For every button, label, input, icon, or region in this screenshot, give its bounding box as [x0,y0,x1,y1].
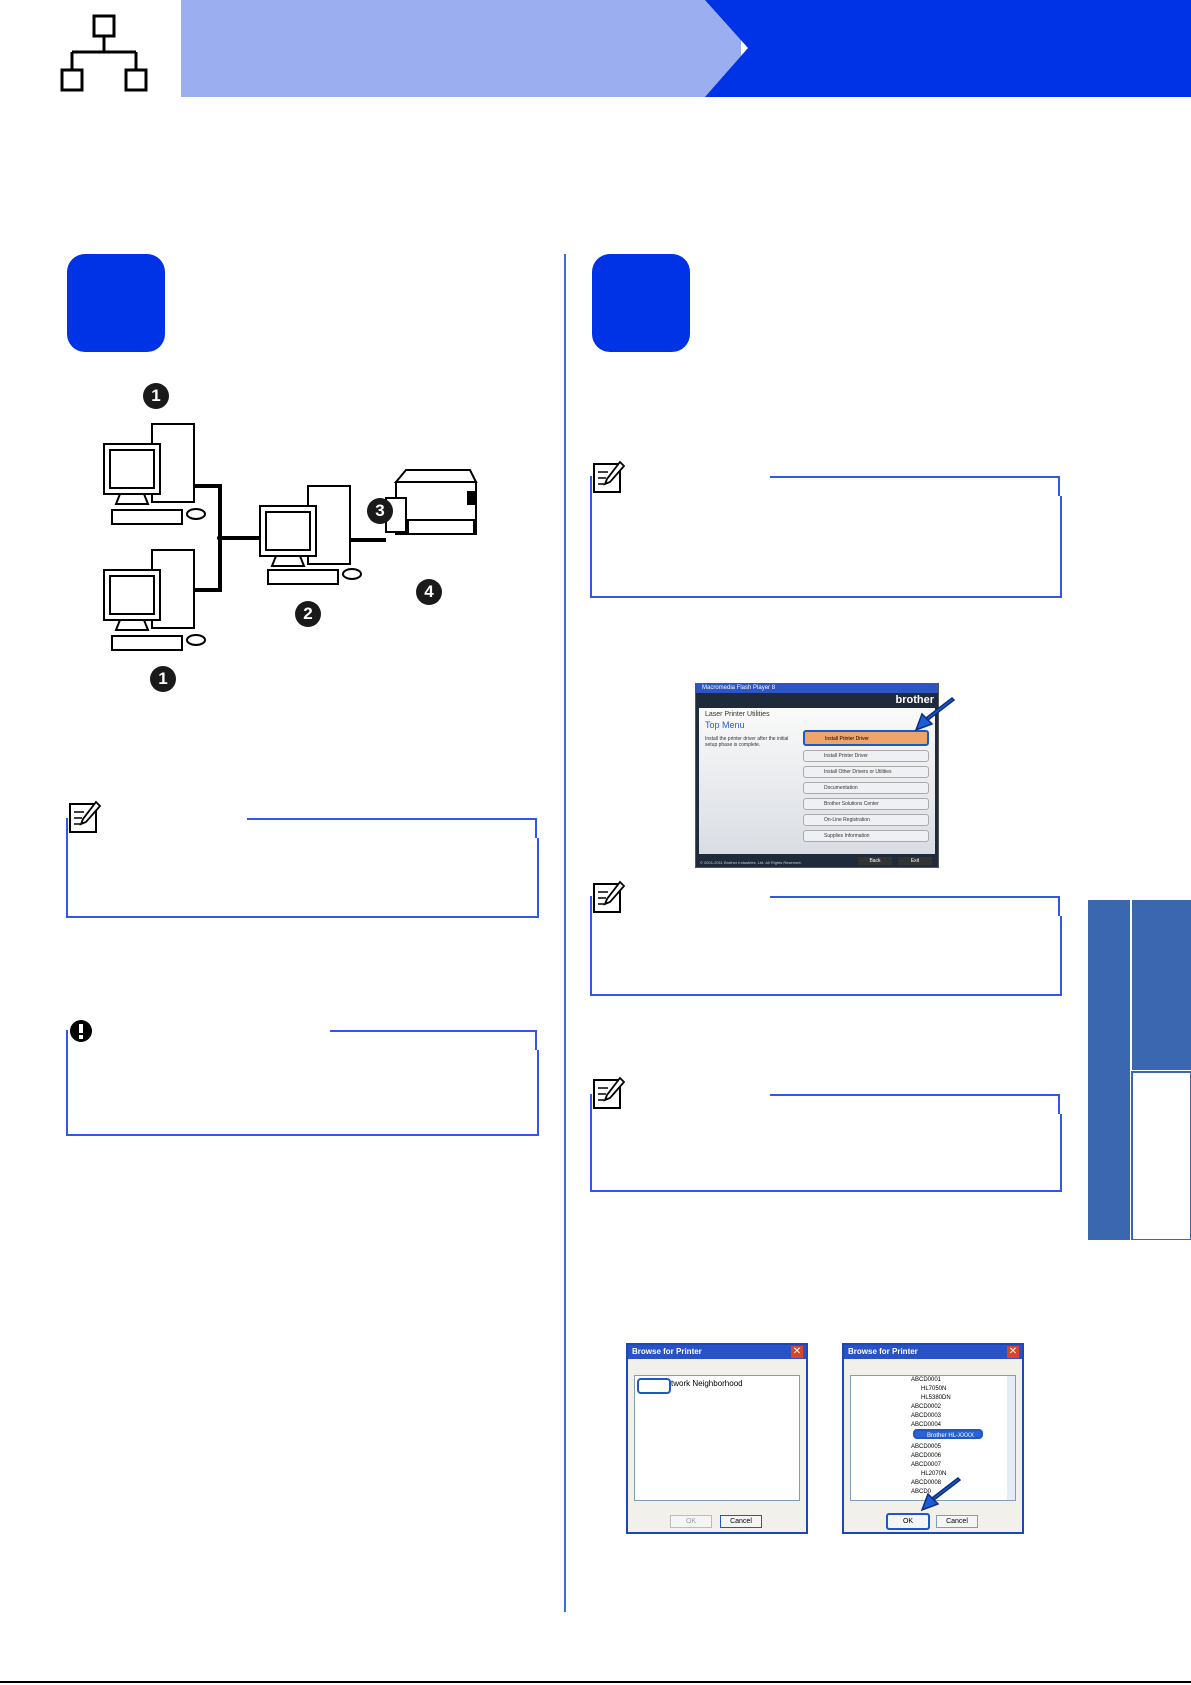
important-callout-left [66,1050,539,1136]
diagram-marker-1: 1 [150,666,176,692]
column-divider [564,254,566,1612]
solutions-center-button[interactable]: Brother Solutions Center [803,798,929,810]
documentation-button[interactable]: Documentation [803,782,929,794]
brother-logo: brother [895,694,935,706]
close-icon[interactable]: ✕ [1007,1346,1019,1358]
installer-title: Macromedia Flash Player 8 [696,684,938,693]
diagram-marker-2: 2 [295,601,321,627]
header-banner [181,0,1191,97]
dialog-title: Browse for Printer [844,1345,1022,1359]
note-callout-rule [770,476,1060,478]
install-printer-driver-alt-button[interactable]: Install Printer Driver [803,750,929,762]
tree-item[interactable]: HL7050N [921,1386,947,1392]
tree-item[interactable]: HL2070N [921,1471,947,1477]
note-callout-right-3 [590,1114,1062,1192]
note-callout-right-1 [590,496,1062,598]
step-badge-right [592,254,690,352]
network-icon [60,14,148,92]
ok-button[interactable]: OK [886,1513,930,1530]
installer-exit-button[interactable]: Exit [898,857,932,865]
installer-window: Macromedia Flash Player 8 brother Laser … [695,683,939,868]
close-icon[interactable]: ✕ [791,1346,803,1358]
arrow-icon [920,1477,962,1512]
diagram-marker-1: 1 [143,383,169,409]
cancel-button[interactable]: Cancel [720,1515,762,1528]
tree-item[interactable]: HL5380DN [921,1395,951,1401]
online-registration-button[interactable]: On-Line Registration [803,814,929,826]
tree-item[interactable]: ABCD0005 [911,1444,942,1450]
installer-section: Laser Printer Utilities [705,711,770,718]
installer-menu-title: Top Menu [705,720,745,730]
installer-copyright: © 2001-2011 Brother Industries, Ltd. All… [700,860,802,865]
tree-item[interactable]: ABCD0004 [911,1422,942,1428]
diagram-marker-3: 3 [367,498,393,524]
dialog-title: Browse for Printer [628,1345,806,1359]
tree-item[interactable]: ABCD0008 [911,1480,942,1486]
arrow-icon [914,697,956,732]
bottom-rule [0,1681,1191,1683]
note-callout-left [66,838,539,918]
step-badge-left [67,254,165,352]
note-callout-rule [247,818,537,820]
note-icon [593,460,626,493]
ok-button-disabled[interactable]: OK [670,1515,712,1528]
tree-item[interactable]: ABCD0001 [911,1377,942,1383]
note-callout-right-2 [590,916,1062,996]
tree-item[interactable]: ABCD0002 [911,1404,942,1410]
install-printer-driver-button[interactable]: Install Printer Driver [803,730,929,746]
supplies-information-button[interactable]: Supplies Information [803,830,929,842]
cancel-button[interactable]: Cancel [936,1515,978,1528]
diagram-marker-4: 4 [416,579,442,605]
note-callout-rule [770,896,1060,898]
tree-item[interactable]: ABCD0006 [911,1453,942,1459]
install-other-drivers-button[interactable]: Install Other Drivers or Utilities [803,766,929,778]
network-diagram [103,423,478,651]
important-callout-rule [330,1030,537,1032]
tree-item[interactable]: ABCD0 [911,1489,932,1495]
network-neighborhood-item[interactable]: twork Neighborhood [671,1379,743,1388]
expand-network-highlight[interactable] [637,1378,671,1394]
browse-printer-dialog-left: Browse for Printer ✕ twork Neighborhood … [626,1343,808,1534]
scrollbar[interactable] [1007,1376,1015,1500]
tree-item[interactable]: ABCD0003 [911,1413,942,1419]
side-tab [1088,900,1191,1240]
important-icon [70,1020,92,1042]
note-icon [593,1076,626,1109]
note-icon [69,800,102,833]
note-icon [593,880,626,913]
installer-description: Install the printer driver after the ini… [705,736,789,748]
installer-back-button[interactable]: Back [858,857,892,865]
tree-item[interactable]: ABCD0007 [911,1462,942,1468]
note-callout-rule [770,1094,1060,1096]
selected-printer-item[interactable]: Brother HL-XXXX [913,1429,983,1439]
